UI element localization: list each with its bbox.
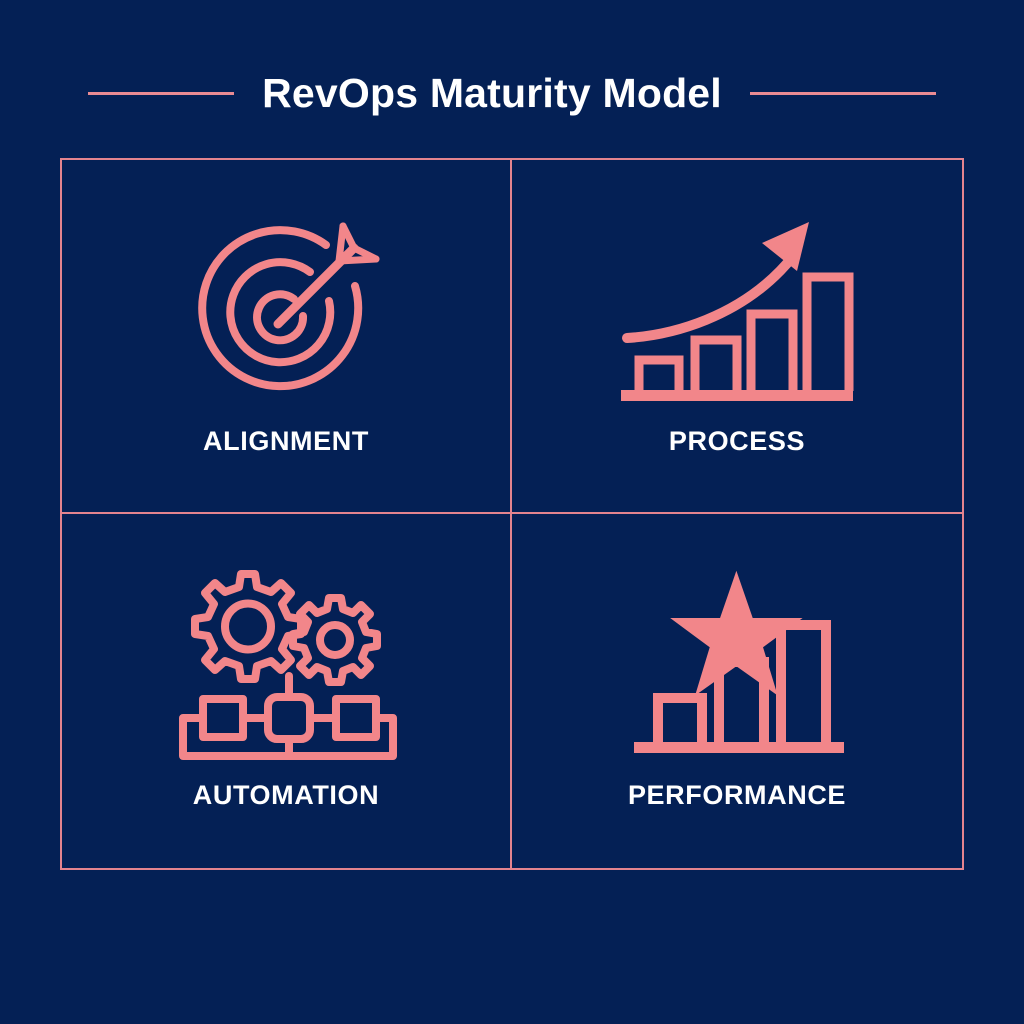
title-right-rule xyxy=(749,91,936,95)
bar-chart-star-icon xyxy=(617,558,857,768)
quadrant-automation[interactable]: AUTOMATION xyxy=(62,514,512,868)
page-title: RevOps Maturity Model xyxy=(262,69,722,116)
target-arrow-icon xyxy=(166,204,406,414)
gears-workflow-icon xyxy=(166,558,406,768)
quadrant-label-automation: AUTOMATION xyxy=(192,780,380,810)
quadrant-alignment[interactable]: ALIGNMENT xyxy=(62,160,512,514)
quadrant-label-process: PROCESS xyxy=(668,426,806,456)
quadrant-label-performance: PERFORMANCE xyxy=(627,780,847,810)
quadrant-performance[interactable]: PERFORMANCE xyxy=(512,514,962,868)
quadrant-grid: ALIGNMENT xyxy=(60,158,964,870)
growth-bar-chart-arrow-icon xyxy=(617,204,857,414)
quadrant-label-alignment: ALIGNMENT xyxy=(203,426,369,456)
title-left-rule xyxy=(88,91,235,95)
title-row: RevOps Maturity Model xyxy=(0,63,1024,123)
quadrant-process[interactable]: PROCESS xyxy=(512,160,962,514)
